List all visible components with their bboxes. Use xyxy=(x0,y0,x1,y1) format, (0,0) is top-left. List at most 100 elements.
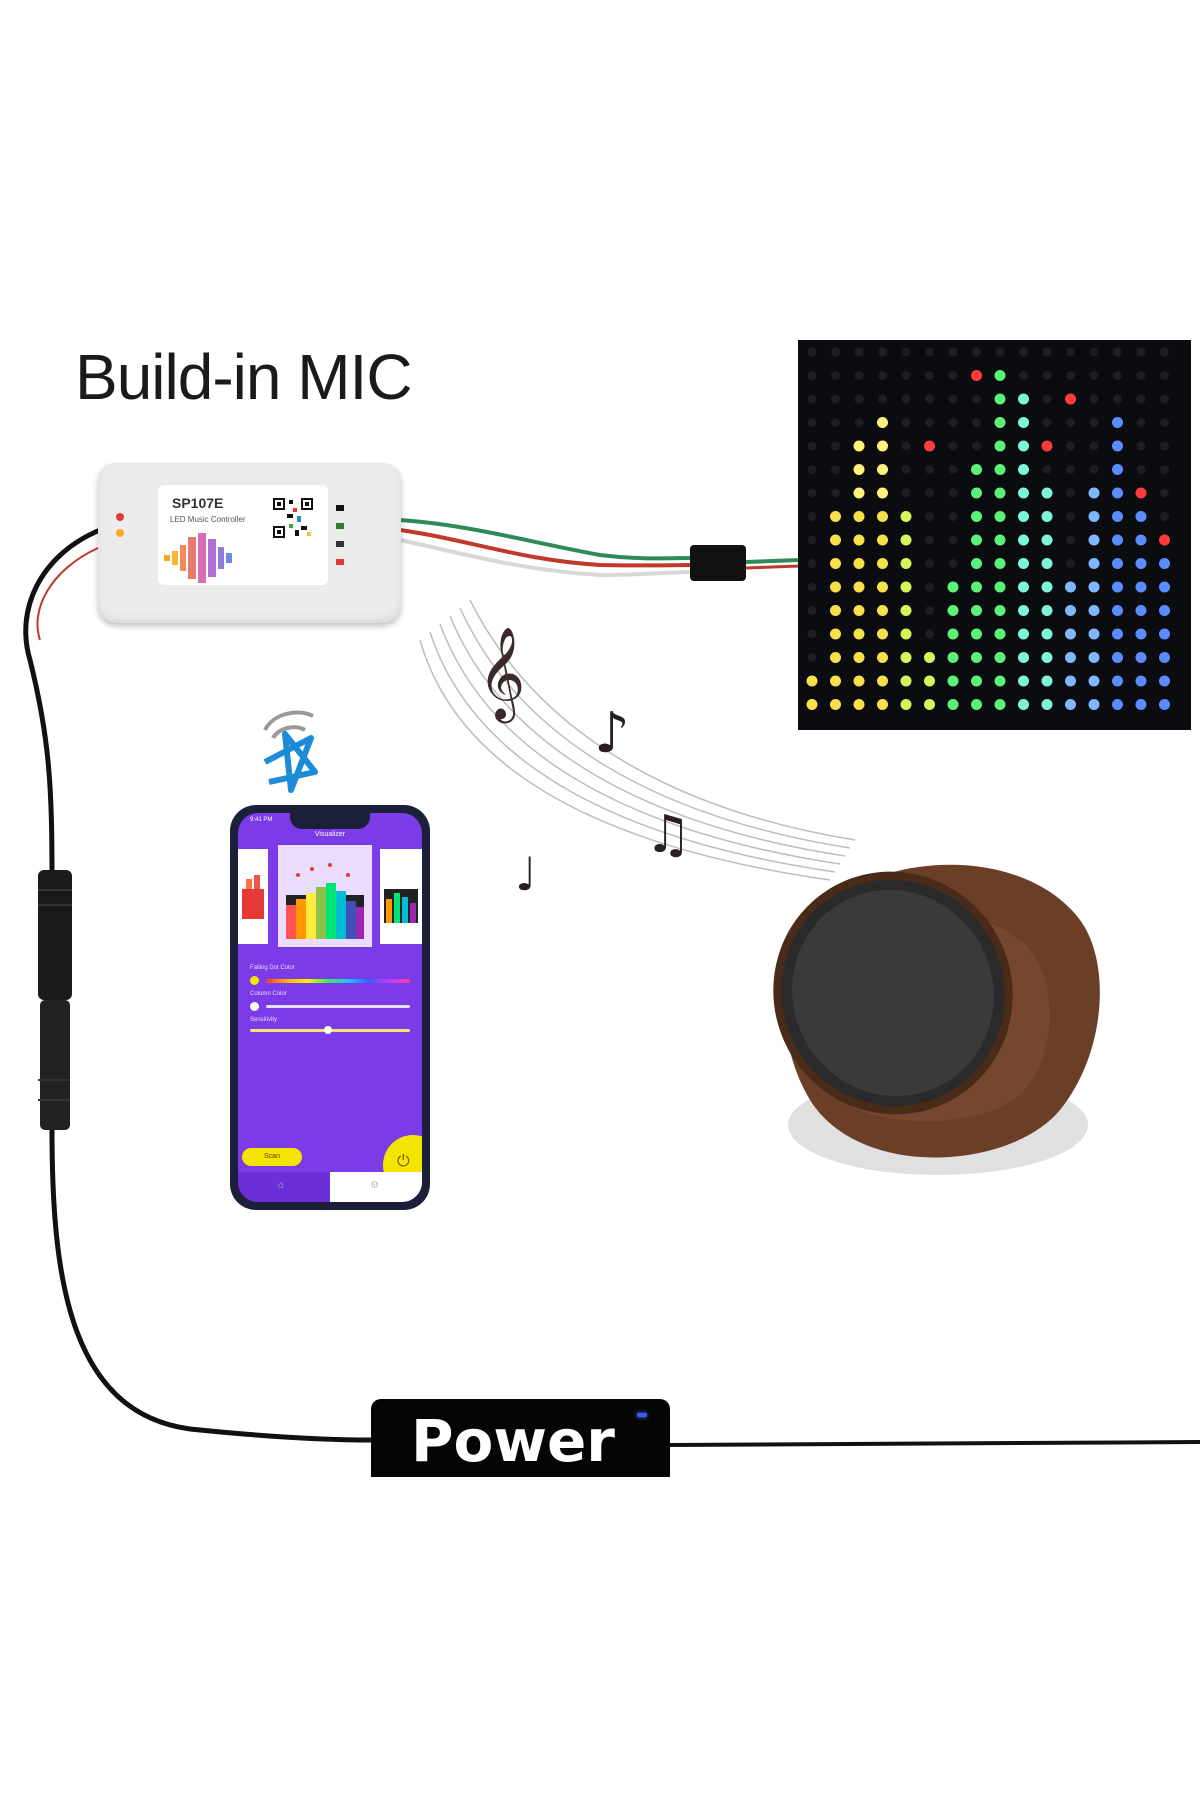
phone-notch xyxy=(290,813,370,829)
led-pixel xyxy=(877,534,888,546)
scan-button[interactable]: Scan xyxy=(242,1148,302,1166)
led-pixel xyxy=(807,629,817,639)
led-pixel xyxy=(994,534,1006,546)
led-pixel xyxy=(1159,628,1170,640)
led-pixel xyxy=(1112,581,1123,593)
sensitivity-knob[interactable] xyxy=(324,1026,332,1034)
led-pixel xyxy=(853,628,865,640)
led-pixel xyxy=(878,371,887,380)
nav-settings[interactable]: ⚙ xyxy=(330,1172,422,1202)
led-pixel xyxy=(971,675,982,687)
page-title: Build-in MIC xyxy=(75,341,413,413)
led-pixel xyxy=(948,347,958,357)
led-pixel xyxy=(1159,581,1170,593)
led-pixel xyxy=(1088,628,1100,640)
effect-card-left[interactable] xyxy=(238,849,268,944)
led-pixel xyxy=(1088,487,1100,499)
led-pixel xyxy=(925,418,934,427)
led-pixel xyxy=(1088,652,1100,663)
led-pixel xyxy=(994,511,1006,522)
led-pixel xyxy=(877,417,888,428)
led-pixel xyxy=(1160,371,1169,380)
led-pixel xyxy=(925,371,934,380)
led-pixel xyxy=(806,699,818,710)
app-screen: 9:41 PM Visualizer xyxy=(238,813,422,1202)
led-pixel xyxy=(831,371,840,380)
led-pixel xyxy=(806,675,818,687)
led-pixel xyxy=(877,581,888,593)
led-pixel xyxy=(1041,675,1053,687)
led-pixel xyxy=(994,558,1006,569)
led-matrix-panel xyxy=(798,340,1191,730)
effect-card-selected[interactable] xyxy=(278,845,372,947)
led-pixel xyxy=(1066,347,1075,357)
led-pixel xyxy=(948,512,958,521)
led-pixel xyxy=(831,465,840,474)
led-pixel xyxy=(1160,441,1169,451)
led-pixel xyxy=(1089,371,1099,380)
led-pixel xyxy=(1042,465,1052,474)
led-pixel xyxy=(948,488,958,498)
led-pixel xyxy=(972,441,981,451)
sensitivity-label: Sensitivity xyxy=(250,1017,278,1023)
led-pixel xyxy=(971,605,982,616)
led-pixel xyxy=(994,417,1006,428)
effect-card-right[interactable] xyxy=(380,849,422,944)
dot-color-swatch[interactable] xyxy=(250,976,259,985)
led-pixel xyxy=(1042,418,1052,427)
led-pixel xyxy=(1066,371,1075,380)
settings-icon: ⚙ xyxy=(370,1180,379,1191)
led-pixel xyxy=(1066,535,1075,545)
column-color-slider[interactable] xyxy=(266,1005,410,1008)
led-pixel xyxy=(831,418,840,427)
led-pixel xyxy=(901,394,911,404)
led-pixel xyxy=(1112,675,1123,687)
led-pixel xyxy=(947,581,959,593)
led-pixel xyxy=(1112,417,1123,428)
led-pixel xyxy=(878,347,887,357)
led-pixel xyxy=(1088,605,1100,616)
led-pixel xyxy=(972,347,981,357)
column-color-swatch[interactable] xyxy=(250,1002,259,1011)
led-pixel xyxy=(925,394,934,404)
led-pixel xyxy=(1065,628,1076,640)
nav-home[interactable]: ⌂ xyxy=(238,1172,330,1202)
led-pixel xyxy=(877,464,888,475)
led-pixel xyxy=(1041,558,1053,569)
led-pixel xyxy=(1112,534,1123,546)
led-pixel xyxy=(1042,371,1052,380)
led-pixel xyxy=(971,464,982,475)
led-pixel xyxy=(971,628,982,640)
led-pixel xyxy=(1135,534,1147,546)
beamed-note-icon: ♫ xyxy=(645,805,692,865)
led-pixel xyxy=(1089,418,1099,427)
color-slider[interactable] xyxy=(266,979,410,983)
led-pixel xyxy=(1041,652,1053,663)
led-pixel xyxy=(948,441,958,451)
led-pixel xyxy=(925,582,934,592)
led-pixel xyxy=(1041,534,1053,546)
led-pixel xyxy=(1066,559,1075,568)
led-pixel xyxy=(924,440,935,452)
led-pixel xyxy=(1160,465,1169,474)
led-pixel xyxy=(853,487,865,499)
led-pixel xyxy=(1066,488,1075,498)
led-pixel xyxy=(877,675,888,687)
led-pixel xyxy=(1018,699,1029,710)
led-pixel xyxy=(1088,511,1100,522)
led-pixel xyxy=(971,370,982,381)
dc-connector-male xyxy=(40,1000,70,1130)
led-pixel xyxy=(853,581,865,593)
led-pixel xyxy=(900,605,912,616)
led-pixel xyxy=(1041,699,1053,710)
led-pixel xyxy=(854,347,864,357)
led-pixel xyxy=(994,440,1006,452)
led-pixel xyxy=(901,488,911,498)
led-pixel xyxy=(807,347,817,357)
led-pixel xyxy=(807,394,817,404)
led-pixel xyxy=(1160,394,1169,404)
led-pixel xyxy=(1041,511,1053,522)
led-pixel xyxy=(877,511,888,522)
led-pixel xyxy=(1136,347,1146,357)
led-pixel xyxy=(900,511,912,522)
